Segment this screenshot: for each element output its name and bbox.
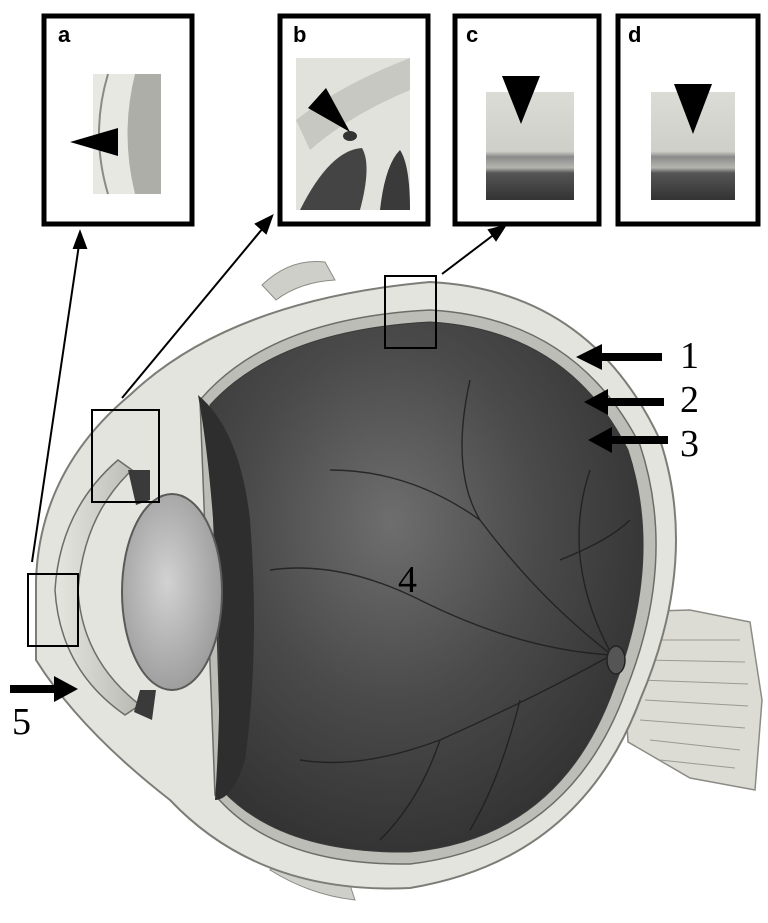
inset-label-b: b <box>293 22 306 47</box>
muscle-top <box>262 261 335 300</box>
label-3: 3 <box>680 423 699 465</box>
inset-label-d: d <box>628 22 641 47</box>
lens <box>122 494 222 690</box>
label-2: 2 <box>680 379 699 421</box>
optic-disc <box>607 646 625 674</box>
inset-panel-b: b <box>280 16 428 224</box>
inset-panel-a: a <box>44 16 192 224</box>
inset-label-c: c <box>466 22 478 47</box>
inset-panel-c: c <box>455 16 599 224</box>
inset-label-a: a <box>58 22 71 47</box>
label-5: 5 <box>12 701 31 743</box>
label-4: 4 <box>398 559 417 601</box>
inset-panel-d: d <box>618 16 758 224</box>
label-1: 1 <box>680 335 699 377</box>
